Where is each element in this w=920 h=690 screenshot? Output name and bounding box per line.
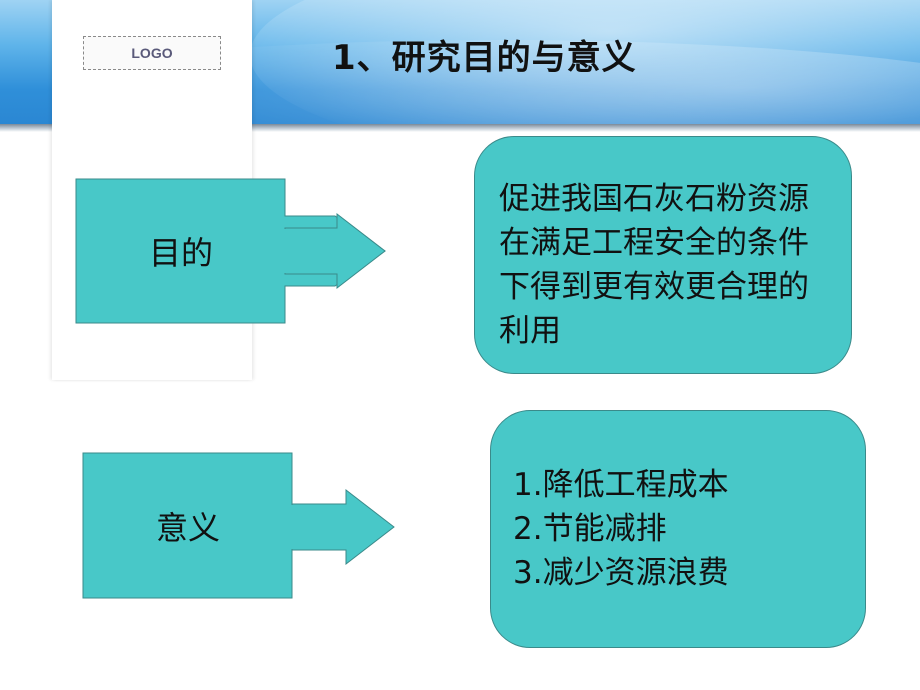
list-item: 3.减少资源浪费 [513, 555, 729, 591]
significance-list: 1.降低工程成本 2.节能减排 3.减少资源浪费 [490, 410, 866, 648]
header-divider [0, 124, 920, 132]
purpose-label: 目的 [148, 234, 213, 272]
significance-arrow-shape [82, 452, 395, 599]
significance-label: 意义 [155, 509, 220, 547]
list-item: 2.节能减排 [513, 511, 667, 547]
purpose-description: 促进我国石灰石粉资源在满足工程安全的条件下得到更有效更合理的利用 [474, 136, 852, 374]
list-item: 1.降低工程成本 [513, 467, 729, 503]
header-highlight [250, 0, 920, 128]
slide-title: 1、研究目的与意义 [332, 38, 637, 78]
purpose-arrow-shape [75, 178, 386, 324]
purpose-text: 促进我国石灰石粉资源在满足工程安全的条件下得到更有效更合理的利用 [499, 181, 809, 349]
logo-placeholder: LOGO [83, 36, 221, 70]
